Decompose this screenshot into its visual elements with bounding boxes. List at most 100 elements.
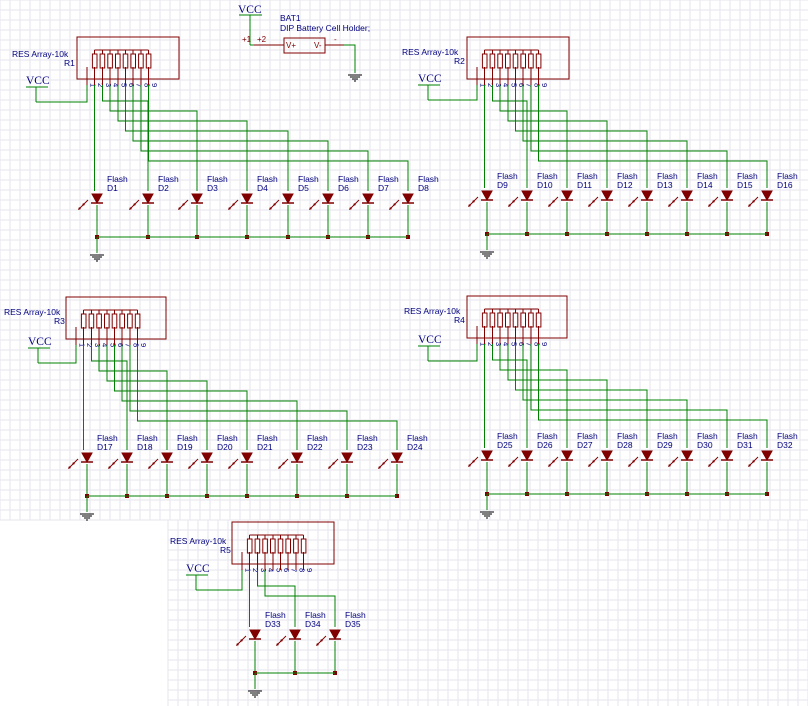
ground-symbol: [80, 513, 94, 521]
led-type-label: Flash: [257, 433, 278, 443]
vcc-net-wire: [196, 570, 243, 591]
resistor-element: [254, 538, 261, 554]
led-type-label: Flash: [777, 171, 798, 181]
resistor-ref-label: R5: [220, 545, 231, 555]
resistor-array-outline: [65, 296, 167, 340]
resistor-element: [246, 538, 253, 554]
pin-number: 7: [525, 342, 534, 346]
pin-number: 9: [305, 568, 314, 572]
led-type-label: Flash: [307, 433, 328, 443]
pin-number: 5: [274, 568, 283, 572]
led-type-label: Flash: [737, 431, 758, 441]
led-symbol: [309, 193, 334, 210]
vcc-net-wire: [428, 85, 478, 101]
led-type-label: Flash: [345, 610, 366, 620]
led-type-label: Flash: [338, 174, 359, 184]
led-ref-label: D3: [207, 183, 218, 193]
led-ref-label: D5: [298, 183, 309, 193]
led-symbol: [668, 190, 693, 207]
battery-pin1-label: +1: [242, 35, 252, 44]
pin-number: 2: [85, 343, 94, 347]
led-type-label: Flash: [257, 174, 278, 184]
led-feed-wire: [491, 344, 528, 448]
led-type-label: Flash: [777, 431, 798, 441]
pin-number: 5: [509, 342, 518, 346]
led-ref-label: D18: [137, 442, 153, 452]
pin-number: 2: [251, 568, 260, 572]
resistor-array-outline: [466, 295, 568, 339]
pin-number: 6: [517, 342, 526, 346]
led-symbol: [748, 450, 773, 467]
led-type-label: Flash: [697, 431, 718, 441]
led-type-label: Flash: [107, 174, 128, 184]
led-feed-wire: [507, 344, 608, 448]
vcc-net-wire: [38, 345, 77, 364]
led-feed-wire: [148, 85, 409, 191]
resistor-element: [107, 53, 113, 69]
resistor-element: [520, 312, 527, 328]
led-symbol: [628, 450, 653, 467]
led-type-label: Flash: [537, 431, 558, 441]
battery-minus-label: -: [334, 35, 337, 44]
resistor-element: [91, 53, 98, 69]
pin-number: 6: [127, 83, 136, 87]
led-feed-wire: [129, 345, 348, 450]
led-type-label: Flash: [537, 171, 558, 181]
led-feed-wire: [121, 345, 298, 450]
led-ref-label: D10: [537, 180, 553, 190]
led-type-label: Flash: [737, 171, 758, 181]
led-symbol: [228, 193, 253, 210]
pin-number: 2: [96, 83, 105, 87]
resistor-element: [130, 53, 136, 69]
resistor-element: [489, 312, 496, 328]
led-feed-wire: [538, 344, 768, 448]
ground-symbol: [480, 511, 494, 519]
pin-number: 4: [101, 343, 110, 347]
resistor-element: [88, 313, 95, 329]
led-type-label: Flash: [97, 433, 118, 443]
led-ref-label: D27: [577, 440, 593, 450]
led-type-label: Flash: [177, 433, 198, 443]
led-ref-label: D16: [777, 180, 793, 190]
led-ref-label: D26: [537, 440, 553, 450]
resistor-ref-label: R4: [454, 315, 465, 325]
grid-region: [167, 519, 808, 706]
led-ref-label: D11: [577, 180, 592, 190]
pin-number: 8: [131, 343, 140, 347]
pin-number: 4: [502, 342, 511, 346]
pin-number: 4: [112, 83, 121, 87]
battery-vminus-label: V-: [314, 41, 322, 50]
led-type-label: Flash: [305, 610, 326, 620]
led-feed-wire: [499, 344, 568, 448]
led-type-label: Flash: [137, 433, 158, 443]
led-feed-wire: [264, 570, 336, 627]
resistor-ref-label: R2: [454, 56, 465, 66]
pin-number: 1: [479, 83, 488, 87]
led-type-label: Flash: [357, 433, 378, 443]
led-type-label: Flash: [407, 433, 428, 443]
led-ref-label: D17: [97, 442, 113, 452]
resistor-array-outline: [466, 36, 570, 80]
led-symbol: [228, 452, 253, 469]
resistor-element: [512, 312, 519, 328]
led-ref-label: D31: [737, 440, 753, 450]
pin-number: 6: [116, 343, 125, 347]
led-ref-label: D32: [777, 440, 793, 450]
led-type-label: Flash: [265, 610, 286, 620]
pin-number: 7: [290, 568, 299, 572]
resistor-element: [512, 53, 519, 69]
led-ref-label: D21: [257, 442, 273, 452]
ground-symbol: [348, 74, 362, 82]
pin-number: 6: [517, 83, 526, 87]
led-ref-label: D6: [338, 183, 349, 193]
resistor-element: [528, 53, 534, 69]
led-ref-label: D33: [265, 619, 281, 629]
led-symbol: [508, 450, 533, 467]
led-feed-wire: [117, 85, 248, 191]
led-ref-label: D23: [357, 442, 373, 452]
pin-number: 1: [244, 568, 253, 572]
led-ref-label: D13: [657, 180, 673, 190]
resistor-element: [122, 53, 129, 69]
